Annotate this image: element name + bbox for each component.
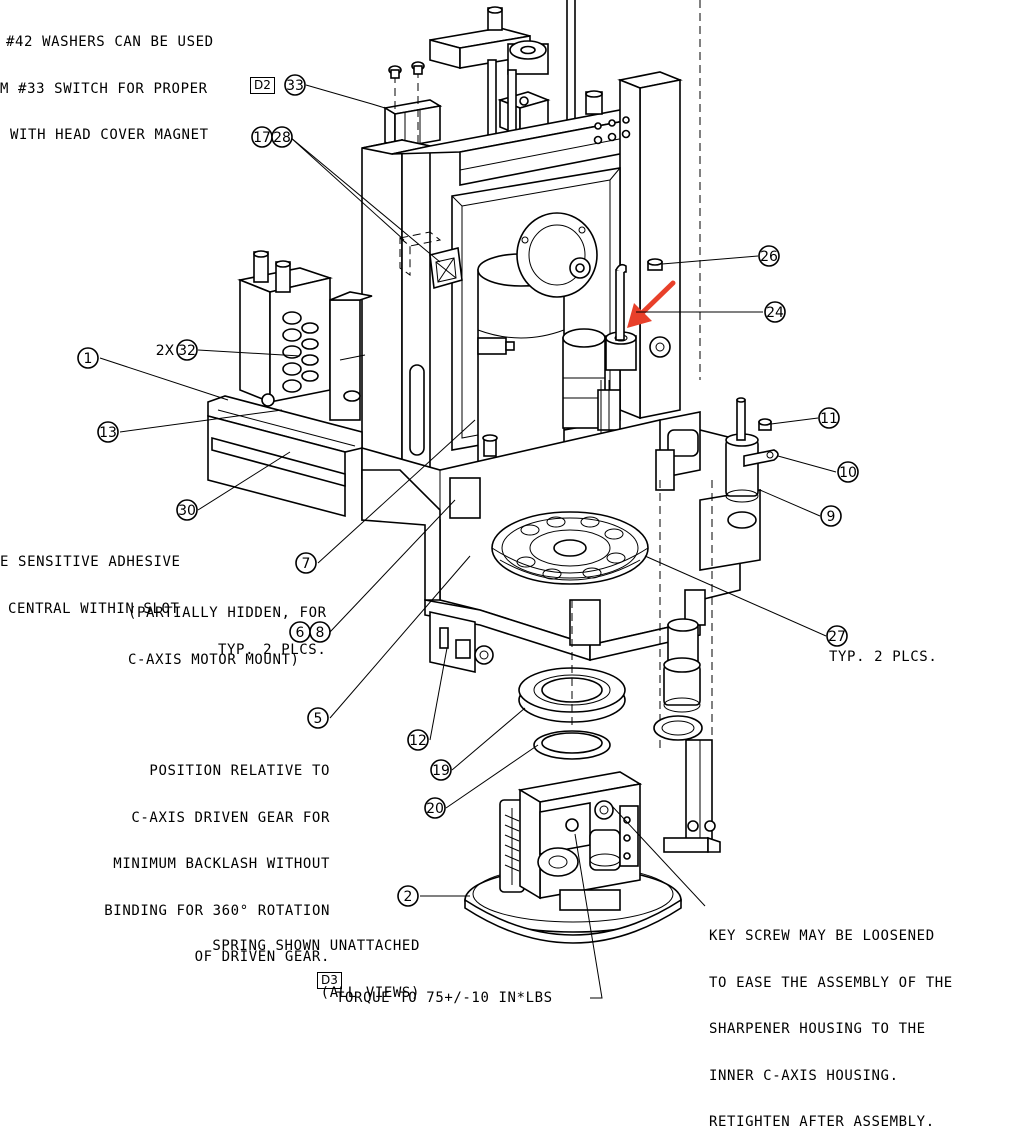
balloon-32: 32 bbox=[178, 343, 196, 359]
valve-manifold bbox=[237, 250, 373, 421]
red-callout-arrow bbox=[627, 280, 676, 328]
c-axis-gear bbox=[491, 511, 649, 585]
balloon-numbers: 33 17 28 26 24 1 32 13 11 10 9 30 7 6 8 … bbox=[84, 78, 857, 905]
balloon-6: 6 bbox=[296, 625, 305, 641]
note-position-line-1: POSITION RELATIVE TO bbox=[149, 763, 330, 779]
balloon-32-circle bbox=[176, 339, 198, 361]
balloon-33-circle bbox=[284, 74, 306, 96]
balloon-11: 11 bbox=[820, 411, 838, 427]
balloon-2-circle bbox=[397, 885, 419, 907]
note-position: POSITION RELATIVE TO C-AXIS DRIVEN GEAR … bbox=[68, 733, 330, 981]
balloon-11-circle bbox=[818, 407, 840, 429]
note-position-line-5: OF DRIVEN GEAR. bbox=[194, 949, 330, 965]
note-position-line-3: MINIMUM BACKLASH WITHOUT bbox=[113, 856, 330, 872]
note-washers-line-3: WITH HEAD COVER MAGNET bbox=[10, 127, 209, 143]
balloon-28: 28 bbox=[273, 130, 291, 146]
balloon-17: 17 bbox=[253, 130, 271, 146]
balloon-7-circle bbox=[295, 552, 317, 574]
balloon-26-circle bbox=[758, 245, 780, 267]
balloon-24: 24 bbox=[766, 305, 784, 321]
exploded-assembly-drawing: 33 17 28 26 24 1 32 13 11 10 9 30 7 6 8 … bbox=[0, 0, 952, 1130]
ref-box-d2: D2 bbox=[250, 77, 275, 94]
top-valve-block bbox=[429, 6, 551, 137]
balloon-12-circle bbox=[407, 729, 429, 751]
balloon-10-circle bbox=[837, 461, 859, 483]
balloon-27-circle bbox=[826, 625, 848, 647]
note-washers-line-2: M #33 SWITCH FOR PROPER bbox=[0, 80, 208, 97]
note-typ-right: TYP. 2 PLCS. bbox=[829, 649, 938, 665]
note-partially-hidden-line-2: C-AXIS MOTOR MOUNT) bbox=[128, 651, 300, 668]
note-key-screw-line-1: KEY SCREW MAY BE LOOSENED bbox=[709, 928, 935, 944]
balloon-9: 9 bbox=[827, 509, 836, 525]
bracket-12 bbox=[429, 611, 494, 673]
balloon-5-circle bbox=[307, 707, 329, 729]
balloons bbox=[77, 74, 859, 907]
note-position-line-4: BINDING FOR 360° ROTATION bbox=[104, 902, 330, 919]
balloon-7: 7 bbox=[302, 556, 311, 572]
balloon-1: 1 bbox=[84, 351, 93, 367]
note-partially-hidden: (PARTIALLY HIDDEN, FOR C-AXIS MOTOR MOUN… bbox=[128, 575, 327, 684]
balloon-26: 26 bbox=[760, 249, 778, 265]
balloon-33: 33 bbox=[286, 78, 304, 94]
balloon-19-circle bbox=[430, 759, 452, 781]
note-key-screw-line-2: TO EASE THE ASSEMBLY OF THE bbox=[709, 974, 953, 991]
balloon-2: 2 bbox=[404, 889, 413, 905]
balloon-30: 30 bbox=[178, 503, 196, 519]
note-spring-line-1: SPRING SHOWN UNATTACHED bbox=[212, 938, 420, 954]
note-spring-line-2: (ALL VIEWS) bbox=[320, 984, 420, 1001]
balloon-8-circle bbox=[309, 621, 331, 643]
balloon-5: 5 bbox=[314, 711, 323, 727]
note-key-screw-line-5: RETIGHTEN AFTER ASSEMBLY. bbox=[709, 1114, 935, 1130]
balloon-30-circle bbox=[176, 499, 198, 521]
sharpener-housing-2 bbox=[464, 771, 682, 944]
pin-9-10-11 bbox=[725, 397, 779, 503]
balloon-32-prefix: 2X bbox=[156, 343, 175, 359]
lower-right-tower bbox=[653, 480, 721, 853]
note-spring: SPRING SHOWN UNATTACHED (ALL VIEWS) bbox=[182, 908, 420, 1017]
balloon-13-circle bbox=[97, 421, 119, 443]
note-typ-left: TYP. 2 PLCS. bbox=[218, 642, 327, 658]
balloon-24-circle bbox=[764, 301, 786, 323]
assembly-illustration: 33 17 28 26 24 1 32 13 11 10 9 30 7 6 8 … bbox=[77, 0, 859, 999]
balloon-10: 10 bbox=[839, 465, 857, 481]
note-adhesive: E SENSITIVE ADHESIVE CENTRAL WITHIN SLOT bbox=[0, 524, 181, 633]
note-key-screw-line-4: INNER C-AXIS HOUSING. bbox=[709, 1067, 899, 1084]
bracket-17-28 bbox=[398, 231, 463, 290]
note-position-line-2: C-AXIS DRIVEN GEAR FOR bbox=[131, 809, 330, 826]
balloon-28-circle bbox=[271, 126, 293, 148]
balloon-12: 12 bbox=[409, 733, 427, 749]
balloon-27: 27 bbox=[828, 629, 846, 645]
note-adhesive-line-2: CENTRAL WITHIN SLOT bbox=[8, 600, 180, 617]
balloon-9-circle bbox=[820, 505, 842, 527]
balloon-20: 20 bbox=[426, 801, 444, 817]
ref-box-d3: D3 bbox=[317, 972, 342, 989]
coupling-24 bbox=[562, 263, 671, 450]
balloon-19: 19 bbox=[432, 763, 450, 779]
leader-lines bbox=[99, 84, 837, 999]
note-adhesive-line-1: E SENSITIVE ADHESIVE bbox=[0, 554, 181, 570]
note-torque: TORQUE TO 75+/-10 IN*LBS bbox=[336, 990, 553, 1006]
screw-26 bbox=[647, 258, 663, 271]
balloon-8: 8 bbox=[316, 625, 325, 641]
motor-cylinder bbox=[477, 212, 598, 485]
note-key-screw-line-3: SHARPENER HOUSING TO THE bbox=[709, 1021, 926, 1037]
note-washers-line-1: #42 WASHERS CAN BE USED bbox=[6, 34, 214, 50]
note-partially-hidden-line-1: (PARTIALLY HIDDEN, FOR bbox=[128, 605, 327, 621]
balloon-1-circle bbox=[77, 347, 99, 369]
washer-20 bbox=[533, 730, 611, 760]
balloon-13: 13 bbox=[99, 425, 117, 441]
note-key-screw: KEY SCREW MAY BE LOOSENED TO EASE THE AS… bbox=[709, 898, 953, 1146]
balloon-20-circle bbox=[424, 797, 446, 819]
note-washers: #42 WASHERS CAN BE USED M #33 SWITCH FOR… bbox=[0, 4, 214, 159]
